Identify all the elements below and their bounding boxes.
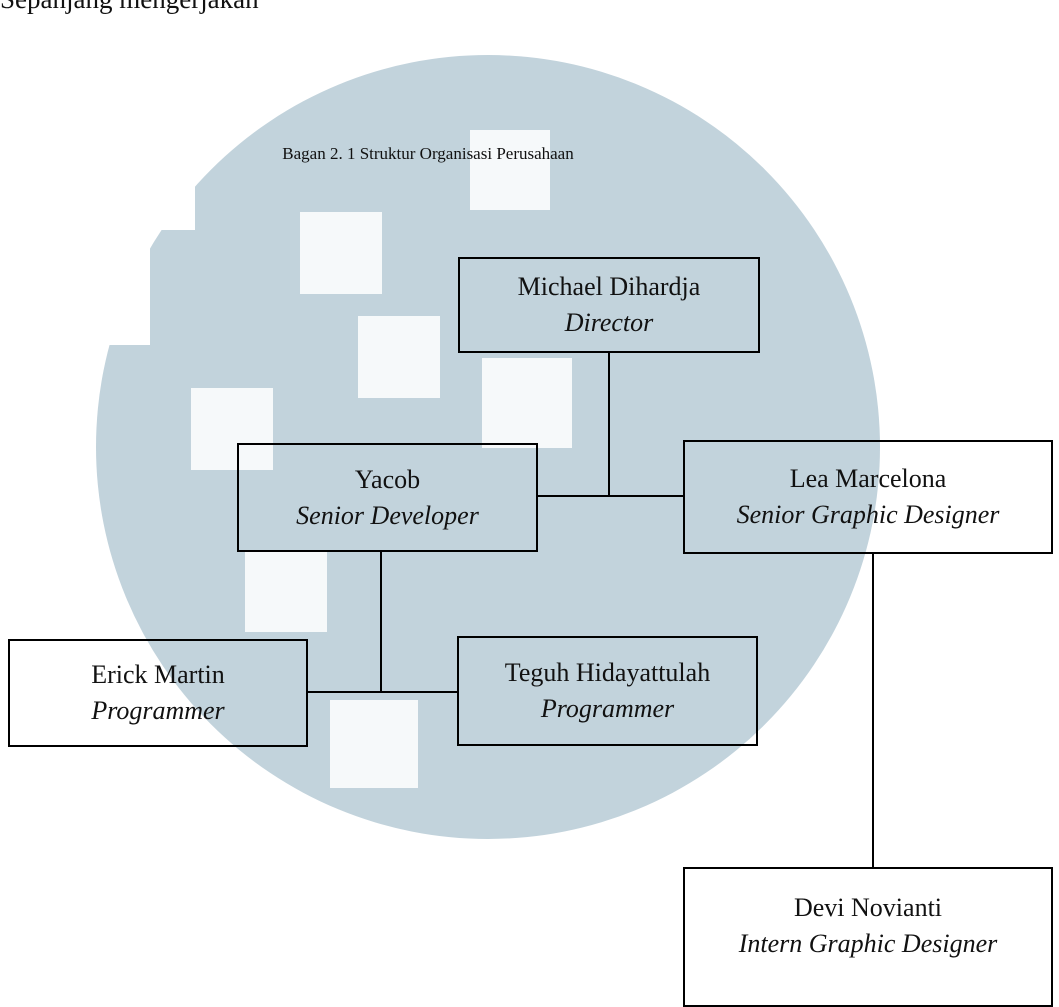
node-name: Devi Novianti: [793, 893, 943, 922]
node-name: Lea Marcelona: [789, 464, 947, 493]
page-top-text: Sepanjang mengerjakan: [0, 0, 259, 13]
node-name: Teguh Hidayattulah: [504, 658, 711, 687]
node-name: Michael Dihardja: [517, 272, 701, 301]
node-director: Michael Dihardja Director: [458, 257, 760, 353]
node-senior-developer: Yacob Senior Developer: [237, 443, 538, 552]
node-name: Erick Martin: [91, 660, 225, 689]
node-intern-designer: Devi Novianti Intern Graphic Designer: [683, 867, 1053, 1007]
node-programmer-erick: Erick Martin Programmer: [8, 639, 308, 747]
node-role: Senior Developer: [296, 500, 479, 530]
node-role: Intern Graphic Designer: [738, 929, 998, 958]
chart-caption: Bagan 2. 1 Struktur Organisasi Perusahaa…: [282, 144, 574, 163]
node-role: Director: [564, 308, 654, 337]
node-senior-designer: Lea Marcelona Senior Graphic Designer: [683, 440, 1053, 554]
node-role: Programmer: [91, 696, 225, 725]
node-role: Programmer: [540, 694, 675, 723]
node-role: Senior Graphic Designer: [736, 500, 1000, 529]
node-programmer-teguh: Teguh Hidayattulah Programmer: [457, 636, 758, 746]
node-name: Yacob: [354, 464, 421, 494]
